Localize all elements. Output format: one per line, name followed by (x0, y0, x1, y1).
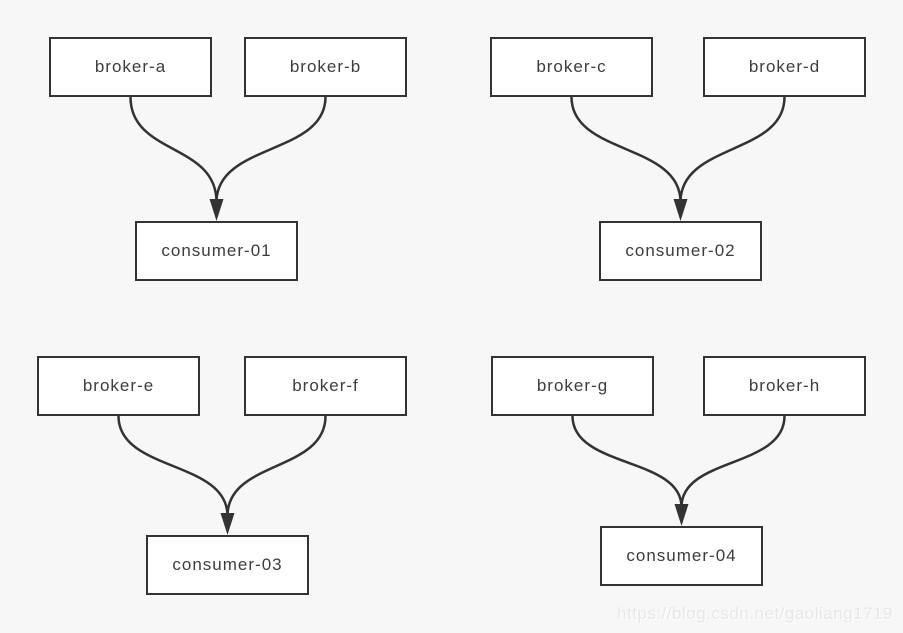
node-broker-g-label: broker-g (536, 376, 609, 395)
node-consumer-03-label: consumer-03 (172, 555, 283, 574)
node-broker-g: broker-g (491, 356, 654, 416)
node-broker-f-label: broker-f (292, 376, 359, 395)
node-consumer-02: consumer-02 (599, 221, 762, 281)
node-broker-b: broker-b (244, 37, 407, 97)
node-broker-a: broker-a (49, 37, 212, 97)
node-consumer-01-label: consumer-01 (161, 241, 272, 260)
edge-broker-h-to-consumer-04 (680, 414, 786, 509)
node-broker-a-label: broker-a (94, 57, 167, 76)
arrowhead-consumer-04-icon (674, 504, 689, 526)
node-broker-e-label: broker-e (82, 376, 155, 395)
node-broker-h-label: broker-h (748, 376, 821, 395)
arrowhead-consumer-01-icon (209, 199, 224, 221)
csdn-watermark: https://blog.csdn.net/gaoliang1719 (617, 604, 893, 623)
edge-broker-f-to-consumer-03 (226, 414, 327, 518)
node-consumer-03: consumer-03 (146, 535, 309, 595)
node-broker-c-label: broker-c (536, 57, 607, 76)
node-consumer-01: consumer-01 (135, 221, 298, 281)
arrowhead-consumer-03-icon (220, 513, 235, 535)
arrowhead-consumer-02-icon (673, 199, 688, 221)
node-consumer-04: consumer-04 (600, 526, 763, 586)
node-consumer-02-label: consumer-02 (625, 241, 736, 260)
edge-broker-d-to-consumer-02 (679, 95, 786, 204)
edge-broker-b-to-consumer-01 (215, 95, 327, 204)
node-broker-f: broker-f (244, 356, 407, 416)
edge-broker-e-to-consumer-03 (117, 414, 229, 518)
node-broker-d-label: broker-d (748, 57, 821, 76)
edge-broker-g-to-consumer-04 (571, 414, 683, 509)
node-consumer-04-label: consumer-04 (626, 546, 737, 565)
edge-broker-a-to-consumer-01 (129, 95, 218, 204)
node-broker-c: broker-c (490, 37, 653, 97)
edge-broker-c-to-consumer-02 (570, 95, 682, 204)
node-broker-d: broker-d (703, 37, 866, 97)
node-broker-h: broker-h (703, 356, 866, 416)
node-broker-b-label: broker-b (289, 57, 362, 76)
node-broker-e: broker-e (37, 356, 200, 416)
